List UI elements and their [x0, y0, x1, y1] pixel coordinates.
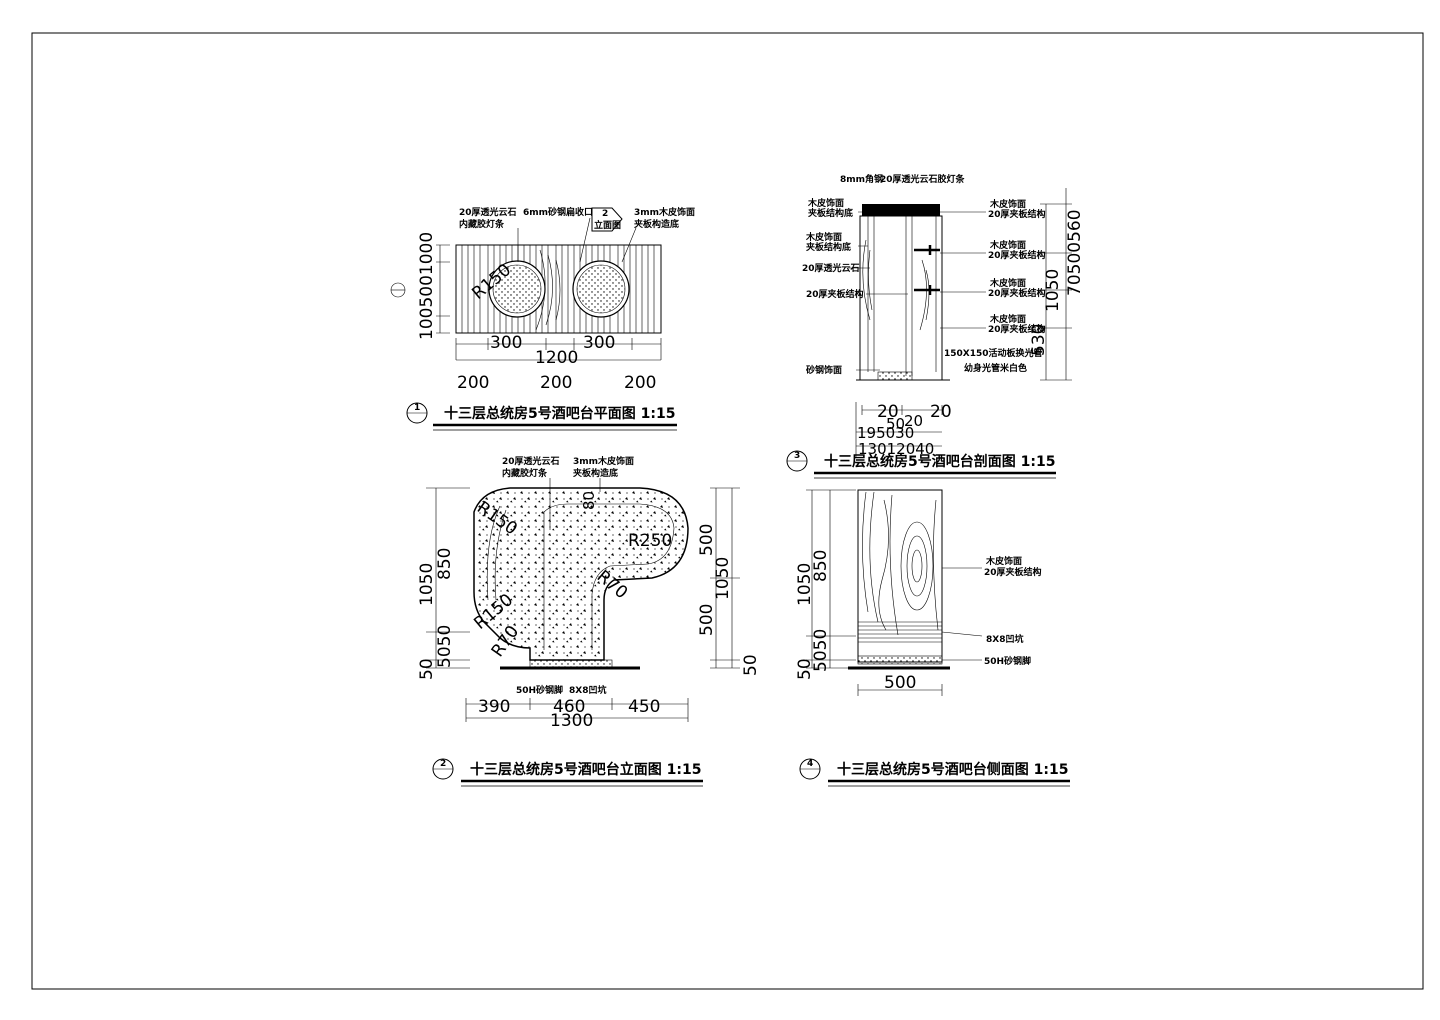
section-dim-right-stack: 70500560 — [1065, 209, 1085, 296]
section-body — [859, 215, 943, 381]
plan-dim-b2: 200 — [540, 373, 572, 393]
section-note-l1b: 夹板结构底 — [808, 207, 853, 219]
section-note-r5: 150X150活动板换光管 — [944, 347, 1043, 359]
section-note-r4a: 木皮饰面 — [989, 313, 1026, 325]
section-dim-bottom-f: 13012040 — [858, 440, 934, 458]
elevation-marker-number: 2 — [440, 759, 446, 769]
side-note-veneer-b: 20厚夹板结构 — [984, 566, 1042, 578]
plan-dim-b1: 200 — [457, 373, 489, 393]
plan-elevation-tag — [390, 282, 406, 298]
section-title: 十三层总统房5号酒吧台剖面图 1:15 — [824, 453, 1055, 470]
elevation-title: 十三层总统房5号酒吧台立面图 1:15 — [470, 761, 701, 778]
plan-dim-total: 1200 — [535, 348, 578, 368]
section-dim-bottom-a: 20 — [877, 402, 899, 422]
elevation-dim-left-5050: 5050 — [435, 625, 455, 668]
section-note-l3: 20厚透光云石 — [802, 262, 860, 274]
plan-note-stone-a: 20厚透光云石 — [459, 206, 517, 218]
section-note-r6: 幼身光管米白色 — [964, 362, 1027, 374]
side-note-base: 50H砂钢脚 — [984, 655, 1031, 667]
elevation-dim-390: 390 — [478, 697, 510, 717]
elevation-counter-shape — [473, 487, 689, 661]
plan-counter-body — [455, 244, 662, 334]
section-marker-number: 3 — [794, 451, 800, 461]
side-wood-grain — [862, 491, 939, 636]
section-note-l4: 20厚夹板结构 — [806, 288, 864, 300]
plan-dim-w1: 300 — [490, 333, 522, 353]
side-dim-left-total: 1050 — [795, 563, 815, 606]
elevation-title-block: 2 十三层总统房5号酒吧台立面图 1:15 — [432, 758, 703, 787]
elevation-dim-left-50: 50 — [417, 658, 437, 680]
side-note-groove: 8X8凹坑 — [986, 633, 1023, 645]
elevation-dim-right-500b: 500 — [697, 604, 717, 636]
section-dim-bottom-b: 20 — [930, 402, 952, 422]
section-note-r1a: 木皮饰面 — [989, 198, 1026, 210]
section-note-top-b: 20厚透光云石胶灯条 — [880, 173, 966, 185]
section-dim-bottom-e: 195030 — [857, 424, 914, 442]
section-note-r2b: 20厚夹板结构 — [988, 249, 1046, 261]
elevation-dim-80: 80 — [580, 491, 598, 510]
elevation-radius-right: R250 — [628, 531, 672, 551]
plan-view: R150 20厚透光云石 内藏胶灯条 6mm砂钢扁收口 3mm木皮饰面 夹板构造… — [390, 206, 695, 431]
side-dim-left-850: 850 — [811, 550, 831, 582]
elevation-note-groove: 8X8凹坑 — [569, 684, 606, 696]
section-note-l1a: 木皮饰面 — [807, 197, 844, 209]
side-marker-number: 4 — [807, 759, 813, 769]
elevation-dim-left-total: 1050 — [417, 563, 437, 606]
elevation-dim-right-1050: 1050 — [713, 557, 733, 600]
elevation-view: R150 80 R250 R70 R150 R70 20厚透光云石 内藏胶灯条 … — [417, 455, 761, 787]
side-panel — [857, 489, 943, 663]
sheet-border — [31, 32, 1424, 990]
elevation-dim-1300: 1300 — [550, 711, 593, 731]
side-dim-bottom: 500 — [884, 673, 916, 693]
section-note-r3a: 木皮饰面 — [989, 277, 1026, 289]
elevation-note-base: 50H砂钢脚 — [516, 684, 563, 696]
section-note-r2a: 木皮饰面 — [989, 239, 1026, 251]
elevation-dim-right-50: 50 — [741, 654, 761, 676]
section-note-l2b: 夹板结构底 — [806, 241, 851, 253]
plan-note-veneer-a: 3mm木皮饰面 — [634, 206, 695, 218]
section-note-top-a: 8mm角钢 — [840, 173, 883, 185]
plan-title: 十三层总统房5号酒吧台平面图 1:15 — [444, 405, 675, 422]
plan-dim-b3: 200 — [624, 373, 656, 393]
plan-note-veneer-b: 夹板构造底 — [634, 218, 679, 230]
elevation-dim-left-850: 850 — [435, 548, 455, 580]
section-note-l2a: 木皮饰面 — [805, 231, 842, 243]
section-dim-right-total: 1050 — [1043, 269, 1063, 312]
svg-text:立面图: 立面图 — [594, 219, 621, 231]
elevation-note-veneer-a: 3mm木皮饰面 — [573, 455, 634, 467]
elevation-note-stone-b: 内藏胶灯条 — [502, 467, 548, 479]
elevation-dim-right-500a: 500 — [697, 524, 717, 556]
plan-marker-number: 1 — [414, 403, 420, 413]
elevation-dim-460: 460 — [553, 697, 585, 717]
elevation-dim-450: 450 — [628, 697, 660, 717]
section-view: 8mm角钢 20厚透光云石胶灯条 木皮饰面 夹板结构底 木皮饰面 夹板结构底 2… — [786, 173, 1085, 479]
section-dim-inner-mid: 530 — [1029, 324, 1049, 356]
plan-section-marker: 2 立面图 — [591, 207, 623, 232]
section-title-block: 3 十三层总统房5号酒吧台剖面图 1:15 — [786, 450, 1056, 479]
side-title-block: 4 十三层总统房5号酒吧台侧面图 1:15 — [799, 758, 1070, 787]
side-dim-left-50: 50 — [795, 658, 815, 680]
side-view: 木皮饰面 20厚夹板结构 8X8凹坑 50H砂钢脚 1050 850 50 50… — [795, 489, 1070, 787]
plan-title-block: 1 十三层总统房5号酒吧台平面图 1:15 — [406, 402, 677, 431]
section-note-r3b: 20厚夹板结构 — [988, 287, 1046, 299]
section-note-r4b: 20厚夹板结构 — [988, 323, 1046, 335]
section-top-slab — [862, 204, 940, 216]
plan-dim-left-stack: 1005001000 — [417, 232, 437, 340]
svg-text:2: 2 — [602, 209, 608, 219]
plan-dim-w2: 300 — [583, 333, 615, 353]
plan-note-stone-b: 内藏胶灯条 — [459, 218, 505, 230]
side-dim-left-5050: 5050 — [811, 629, 831, 672]
elevation-note-veneer-b: 夹板构造底 — [573, 467, 618, 479]
side-title: 十三层总统房5号酒吧台侧面图 1:15 — [837, 761, 1068, 778]
section-dim-bottom-d: 20 — [904, 412, 923, 430]
section-dim-bottom-c: 50 — [886, 415, 905, 433]
section-note-l5: 砂钢饰面 — [806, 364, 842, 376]
elevation-note-stone-a: 20厚透光云石 — [502, 455, 560, 467]
plan-note-trim: 6mm砂钢扁收口 — [523, 206, 593, 218]
side-note-veneer-a: 木皮饰面 — [985, 555, 1022, 567]
section-note-r1b: 20厚夹板结构 — [988, 208, 1046, 220]
